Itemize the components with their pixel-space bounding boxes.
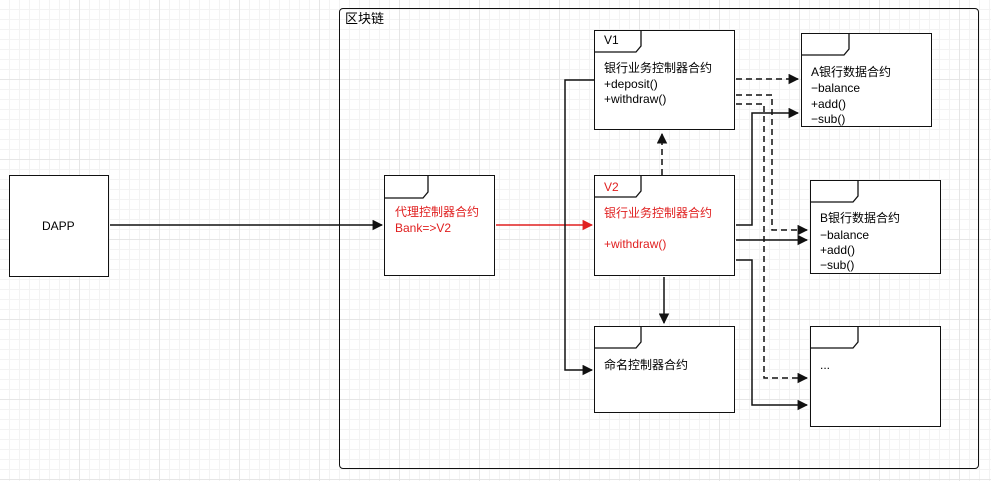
v1-contract-box <box>594 30 735 130</box>
naming-contract-box <box>594 326 735 413</box>
dapp-label: DAPP <box>42 219 75 233</box>
naming-contract-name: 命名控制器合约 <box>604 358 689 372</box>
more-data-label: ... <box>820 358 831 372</box>
bank-b-field-balance: −balance <box>820 228 870 242</box>
naming-box-tab <box>595 327 642 349</box>
bank-a-data-name: A银行数据合约 <box>811 65 892 79</box>
blockchain-label: 区块链 <box>345 11 385 26</box>
v1-box-tab <box>595 31 642 53</box>
proxy-contract-box <box>384 175 495 276</box>
arrow-v2-to-more <box>736 259 809 411</box>
more-box-tab <box>811 327 859 349</box>
v2-contract-name: 银行业务控制器合约 <box>604 206 713 220</box>
blockchain-container <box>339 8 979 469</box>
v1-version-label: V1 <box>604 33 619 47</box>
v1-method-deposit: +deposit() <box>604 77 658 91</box>
bank-a-box-tab <box>802 34 850 56</box>
arrow-v2-to-bank-a <box>736 107 800 226</box>
more-data-box <box>810 326 941 427</box>
v1-contract-name: 银行业务控制器合约 <box>604 61 713 75</box>
arrow-v1-to-more <box>736 103 809 384</box>
dapp-box <box>9 175 109 277</box>
v2-box-tab <box>595 176 642 198</box>
proxy-contract-mapping: Bank=>V2 <box>395 221 452 235</box>
bank-a-field-balance: −balance <box>811 81 861 95</box>
proxy-contract-name: 代理控制器合约 <box>395 205 480 219</box>
v1-method-withdraw: +withdraw() <box>604 92 667 106</box>
bank-a-field-sub: −sub() <box>811 112 846 126</box>
bank-b-field-add: +add() <box>820 243 856 257</box>
bank-b-data-box <box>810 180 941 274</box>
arrow-v1-to-bank-b <box>736 94 809 236</box>
arrow-v1-to-naming <box>564 79 594 376</box>
proxy-box-tab <box>385 176 429 199</box>
bank-a-field-add: +add() <box>811 97 847 111</box>
bank-a-data-box <box>801 33 932 127</box>
bank-b-data-name: B银行数据合约 <box>820 211 901 225</box>
bank-b-field-sub: −sub() <box>820 258 855 272</box>
v2-method-withdraw: +withdraw() <box>604 237 667 251</box>
v2-contract-box <box>594 175 735 276</box>
v2-version-label: V2 <box>604 180 619 194</box>
bank-b-box-tab <box>811 181 859 203</box>
